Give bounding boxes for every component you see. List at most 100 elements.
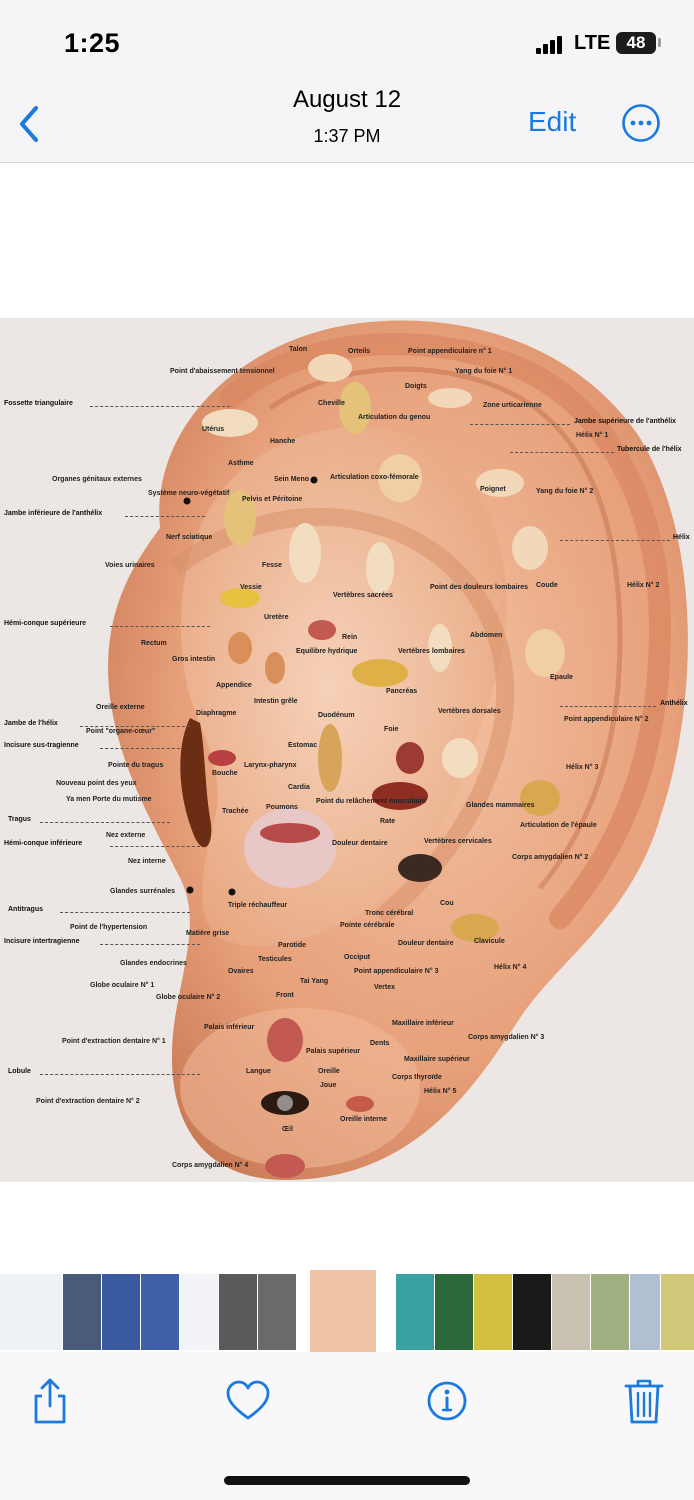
leader-line xyxy=(60,912,190,913)
edit-button[interactable]: Edit xyxy=(528,106,577,137)
photo-label: Bouche xyxy=(212,770,238,777)
photo-label: Œil xyxy=(282,1126,293,1133)
photo-label: Glandes mammaires xyxy=(466,802,535,809)
photo-label: Front xyxy=(276,992,294,999)
thumbnail-strip[interactable] xyxy=(0,1270,694,1354)
delete-button[interactable] xyxy=(620,1376,668,1426)
thumbnail-current[interactable] xyxy=(310,1270,376,1354)
photo-label: Point appendiculaire n° 1 xyxy=(408,348,492,355)
photo-label: Point "organe-cœur" xyxy=(86,728,156,735)
thumbnail[interactable] xyxy=(258,1274,296,1350)
photo-label: Ya men Porte du mutisme xyxy=(66,796,152,803)
thumbnail[interactable] xyxy=(552,1274,590,1350)
thumbnail[interactable] xyxy=(435,1274,473,1350)
photo-label: Douleur dentaire xyxy=(332,840,388,847)
photo-label: Trachée xyxy=(222,808,249,815)
photo-label: Asthme xyxy=(228,460,254,467)
photo-label: Joue xyxy=(320,1082,337,1089)
photo-label: Vertèbres dorsales xyxy=(438,708,501,715)
share-button[interactable] xyxy=(26,1376,74,1426)
thumbnail[interactable] xyxy=(63,1274,101,1350)
photo-label: Point appendiculaire N° 2 xyxy=(564,716,649,723)
leader-line xyxy=(560,540,670,541)
photo-label: Point d'abaissement tensionnel xyxy=(170,368,275,375)
photo-label: Corps amygdalien N° 2 xyxy=(512,854,589,861)
back-button[interactable] xyxy=(12,102,48,146)
photo-label: Larynx-pharynx xyxy=(244,762,297,769)
photo-label: Poumons xyxy=(266,804,298,811)
thumbnail[interactable] xyxy=(0,1274,62,1350)
photo-label: Abdomen xyxy=(470,632,503,639)
photo-label: Palais supérieur xyxy=(306,1048,361,1055)
photo-label: Corps amygdalien N° 3 xyxy=(468,1034,545,1041)
photo-label: Cardia xyxy=(288,784,310,791)
thumbnail[interactable] xyxy=(661,1274,694,1350)
photo-label: Palais inférieur xyxy=(204,1024,255,1031)
leader-line xyxy=(40,1074,200,1075)
photo-label: Coude xyxy=(536,582,558,589)
info-button[interactable] xyxy=(423,1376,471,1426)
photo-label: Hélix N° 2 xyxy=(627,582,660,589)
heart-icon xyxy=(226,1380,270,1420)
photo-label: Testicules xyxy=(258,956,292,963)
photo-label: Lobule xyxy=(8,1068,31,1075)
photo-label: Vertèbres cervicales xyxy=(424,838,492,845)
share-icon xyxy=(34,1378,66,1424)
thumbnail[interactable] xyxy=(474,1274,512,1350)
photo-label: Pancréas xyxy=(386,688,418,695)
photo-label: Tragus xyxy=(8,816,31,823)
leader-line xyxy=(470,424,570,425)
thumbnail[interactable] xyxy=(591,1274,629,1350)
thumbnail[interactable] xyxy=(219,1274,257,1350)
photo-label: Sein Meno xyxy=(274,476,310,483)
photo-label: Point des douleurs lombaires xyxy=(430,584,529,591)
favorite-button[interactable] xyxy=(224,1376,272,1426)
photo-label: Jambe de l'hélix xyxy=(4,720,58,727)
thumbnail[interactable] xyxy=(630,1274,660,1350)
leader-line xyxy=(90,406,230,407)
nav-bar: August 12 1:37 PM Edit xyxy=(0,86,694,163)
photo-label: Appendice xyxy=(216,682,252,689)
photo-label: Hélix xyxy=(673,534,690,541)
leader-line xyxy=(560,706,656,707)
photo-label: Hélix N° 1 xyxy=(576,432,609,439)
photo-label: Hélix N° 4 xyxy=(494,964,527,971)
leader-line xyxy=(100,944,200,945)
photo-viewer[interactable]: Fossette triangulaire Jambe inférieure d… xyxy=(0,318,694,1182)
thumbnail[interactable] xyxy=(513,1274,551,1350)
photo-label: Intestin grêle xyxy=(254,698,298,705)
thumbnail[interactable] xyxy=(396,1274,434,1350)
photo-label: Tai Yang xyxy=(300,978,329,985)
thumbnail[interactable] xyxy=(102,1274,140,1350)
photo-label: Voies urinaires xyxy=(105,562,155,569)
photo-label: Gros intestin xyxy=(172,656,216,663)
photo-label: Epaule xyxy=(550,674,573,681)
leader-line xyxy=(100,748,180,749)
thumbnail[interactable] xyxy=(180,1274,218,1350)
photo-label: Orteils xyxy=(348,348,371,355)
more-button[interactable] xyxy=(621,103,661,143)
photo-label: Jambe supérieure de l'anthélix xyxy=(574,418,677,425)
photo-label: Corps amygdalien N° 4 xyxy=(172,1162,249,1169)
photo-label: Dents xyxy=(370,1040,390,1047)
photo-label: Diaphragme xyxy=(196,710,237,717)
leader-line xyxy=(110,626,210,627)
battery-icon: 48 xyxy=(616,32,656,54)
cellular-signal-icon xyxy=(536,36,564,54)
leader-line xyxy=(125,516,205,517)
photo-label: Yang du foie N° 1 xyxy=(455,368,513,375)
photo-label: Fesse xyxy=(262,562,282,569)
photo-label: Tronc cérébral xyxy=(365,910,414,917)
photo-label: Oreille externe xyxy=(96,704,145,711)
photo-label: Rectum xyxy=(141,640,167,647)
photo-label: Incisure sus-tragienne xyxy=(4,742,79,749)
photo-label: Glandes endocrines xyxy=(120,960,187,967)
photo-label: Hélix N° 3 xyxy=(566,764,599,771)
photo-label: Articulation de l'épaule xyxy=(520,822,597,829)
home-indicator[interactable] xyxy=(224,1476,470,1485)
leader-line xyxy=(510,452,614,453)
photo-label: Fossette triangulaire xyxy=(4,400,73,407)
thumbnail[interactable] xyxy=(141,1274,179,1350)
photo-date: August 12 xyxy=(292,86,402,113)
photo-label: Rate xyxy=(380,818,396,825)
